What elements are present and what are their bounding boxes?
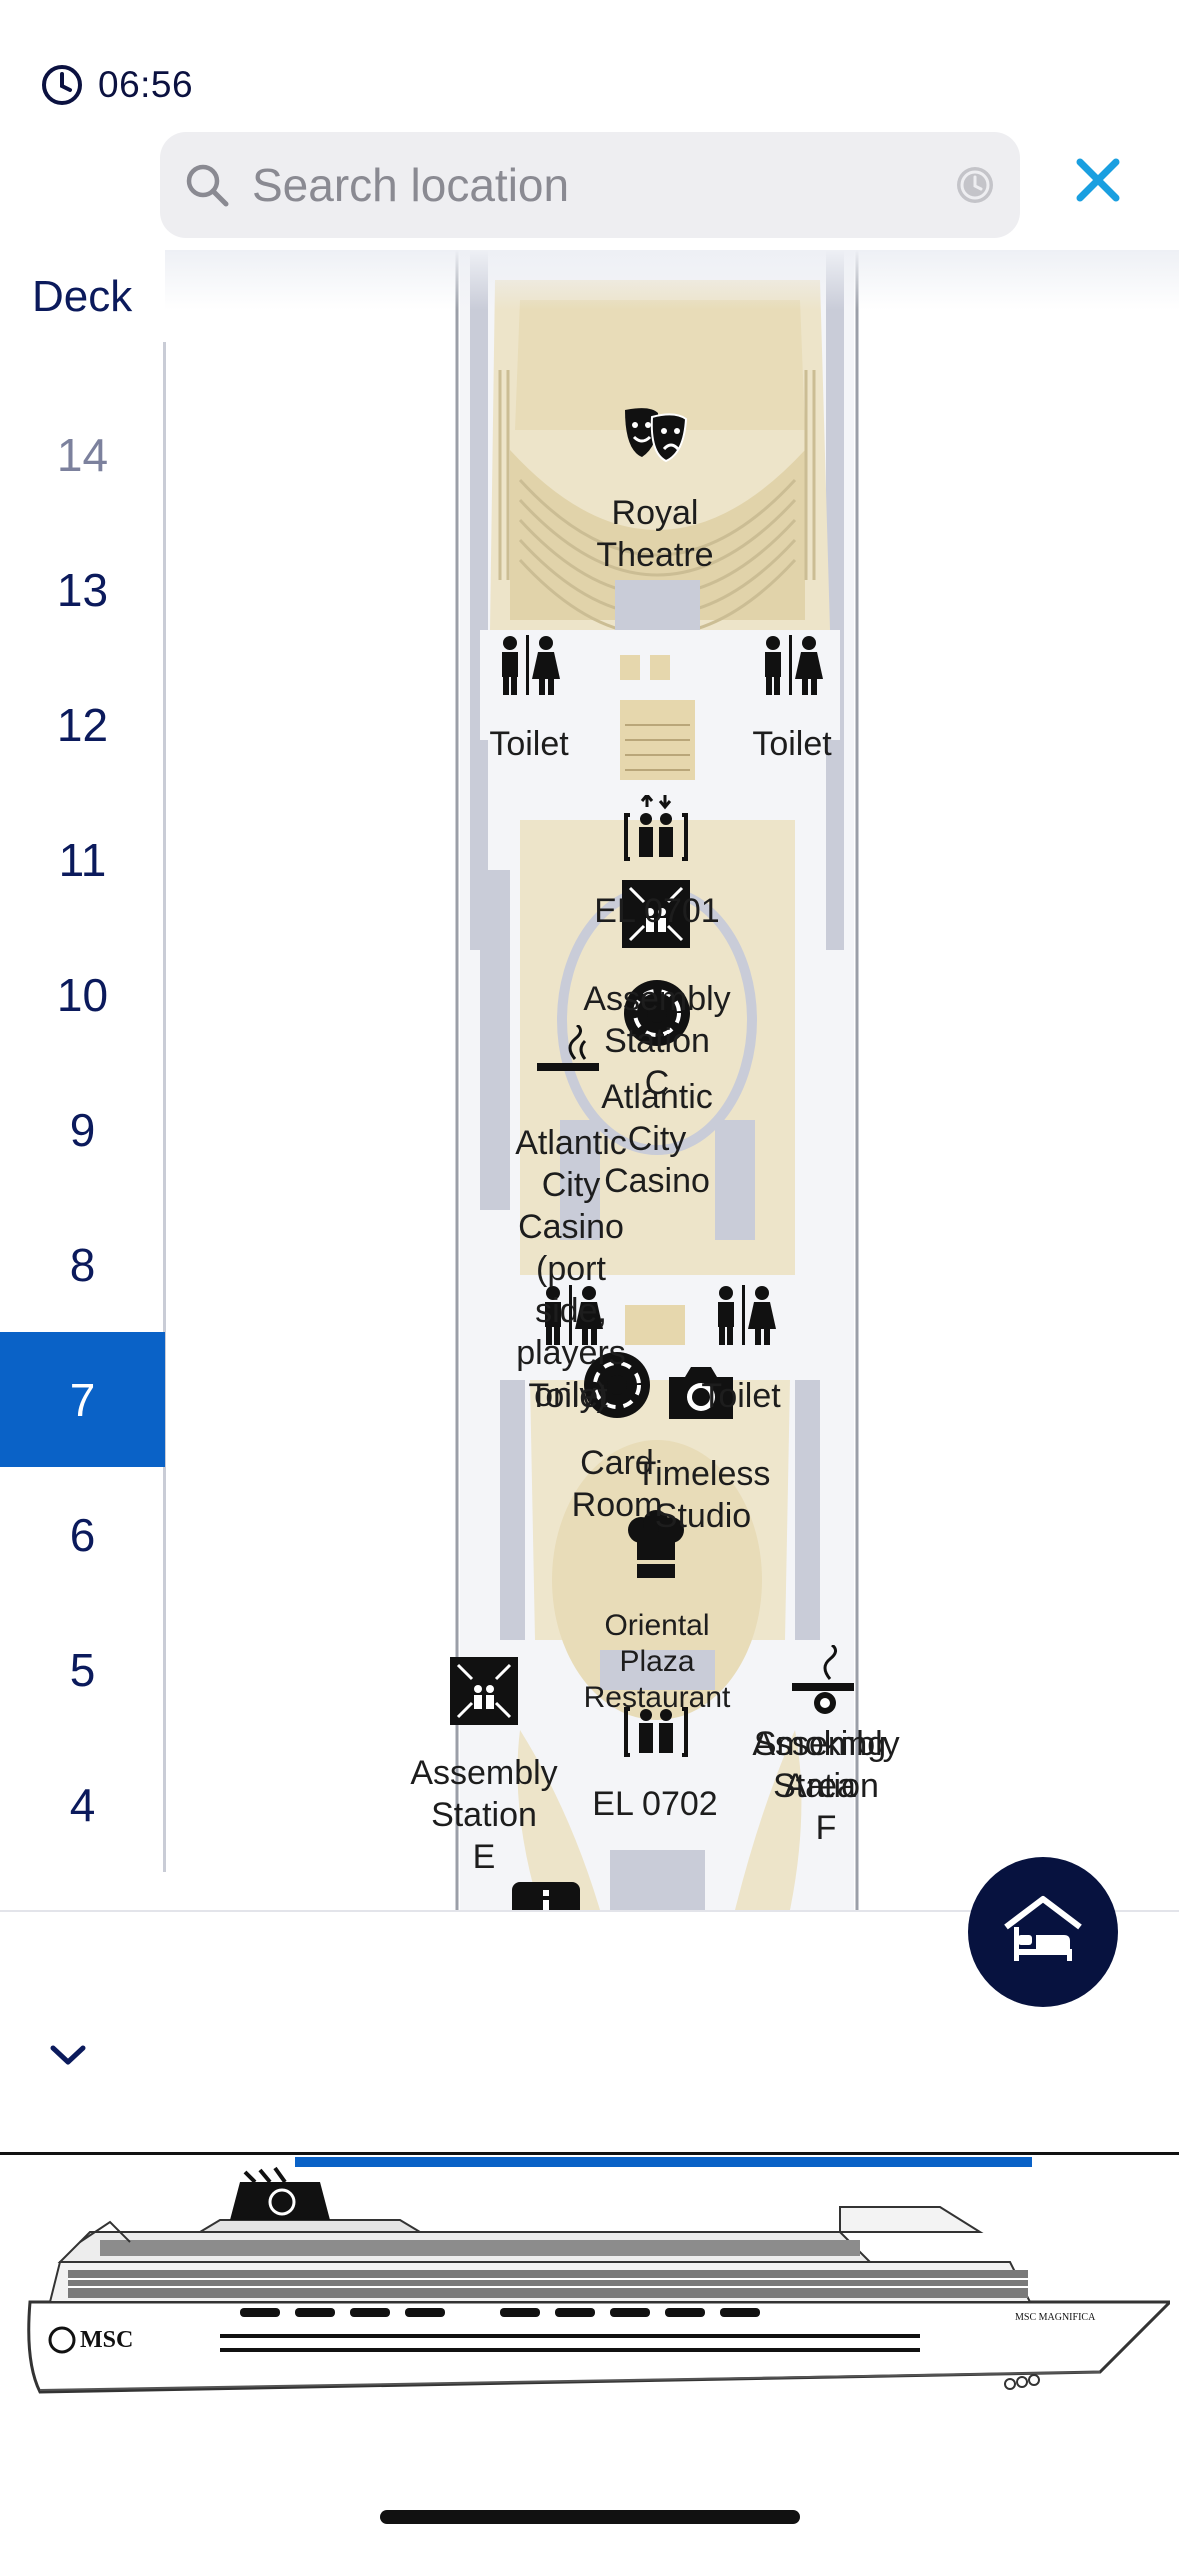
chevron-down-icon[interactable] xyxy=(45,2040,91,2070)
status-bar: 06:56 xyxy=(40,60,193,110)
ship-profile-image[interactable]: MSC MSC MAGNIFICA xyxy=(20,2162,1170,2422)
casino-label: Atlantic City Casino xyxy=(601,1078,713,1200)
casino-icon[interactable] xyxy=(622,978,692,1048)
cabin-button[interactable] xyxy=(968,1857,1118,2007)
toilet-icon[interactable] xyxy=(535,1285,607,1345)
elevator-icon[interactable] xyxy=(622,795,690,863)
deck-item-8[interactable]: 8 xyxy=(69,1238,96,1291)
close-icon[interactable] xyxy=(1068,150,1128,210)
deck-item-12[interactable]: 12 xyxy=(56,698,109,751)
smoking-icon[interactable] xyxy=(535,1025,610,1075)
toilet-label: Toilet xyxy=(528,1377,608,1415)
info-icon[interactable] xyxy=(512,1882,580,1910)
oriental-plaza-label: Oriental Plaza Restaurant xyxy=(583,1609,731,1714)
deck-item-9[interactable]: 9 xyxy=(69,1103,96,1156)
camera-icon[interactable] xyxy=(665,1365,737,1421)
deck-item-6[interactable]: 6 xyxy=(69,1508,96,1561)
ship-hull-name-text: MSC MAGNIFICA xyxy=(1015,2312,1096,2323)
status-time: 06:56 xyxy=(98,64,194,105)
deck-divider xyxy=(163,342,166,1872)
clock-icon xyxy=(42,65,82,105)
toilet-icon[interactable] xyxy=(755,635,827,695)
deck-item-13[interactable]: 13 xyxy=(56,563,109,616)
casino-port-label: Atlantic City Casino (port side, players… xyxy=(515,1124,627,1414)
ship-brand-text: MSC xyxy=(80,2327,133,2353)
deck-position-indicator xyxy=(295,2157,1032,2167)
deck-title: Deck xyxy=(32,272,133,321)
deck-plan-drawing xyxy=(455,250,859,1910)
assembly-station-c-label: Assembly Station C xyxy=(583,980,731,1102)
timeless-studio-label: Timeless Studio xyxy=(635,1455,771,1535)
recent-history-icon[interactable] xyxy=(954,164,996,206)
toilet-label: Toilet xyxy=(701,1377,781,1415)
deck-selector: Deck 14 13 12 11 10 9 8 7 6 5 4 xyxy=(0,250,166,1910)
chef-hat-icon[interactable] xyxy=(625,1510,687,1580)
assembly-station-icon[interactable] xyxy=(622,880,690,948)
assembly-station-e-label: Assembly Station E xyxy=(410,1754,558,1876)
elevator-icon[interactable] xyxy=(622,1695,690,1757)
search-icon xyxy=(186,164,229,207)
royal-theatre-label: Royal Theatre xyxy=(596,494,714,574)
deck-item-7[interactable]: 7 xyxy=(0,1332,165,1467)
search-bar[interactable] xyxy=(160,132,1020,238)
deck-item-10[interactable]: 10 xyxy=(56,968,109,1021)
toilet-icon[interactable] xyxy=(708,1285,780,1345)
toilet-label: Toilet xyxy=(489,725,569,763)
elevator-label: EL 0702 xyxy=(592,1785,718,1823)
smoking-area-label: Smoking Area xyxy=(753,1725,887,1805)
assembly-station-f-label: Assembly Station F xyxy=(752,1725,900,1847)
map-top-fade xyxy=(0,250,1179,310)
theatre-masks-icon[interactable] xyxy=(620,405,690,465)
ship-waterline xyxy=(0,2152,1179,2155)
toilet-label: Toilet xyxy=(752,725,832,763)
deck-map[interactable]: Royal Theatre Toilet Toilet EL 0701 Asse… xyxy=(0,250,1179,1910)
deck-item-11[interactable]: 11 xyxy=(58,833,107,886)
elevator-label: EL 0701 xyxy=(594,892,720,930)
bottom-sheet: MSC MSC MAGNIFICA xyxy=(0,1910,1179,2556)
card-room-label: Card Room xyxy=(571,1444,663,1524)
toilet-icon[interactable] xyxy=(492,635,564,695)
assembly-station-icon[interactable] xyxy=(450,1657,518,1725)
casino-icon[interactable] xyxy=(582,1350,652,1420)
search-input[interactable] xyxy=(252,158,954,212)
smoking-icon[interactable] xyxy=(790,1645,860,1715)
home-indicator[interactable] xyxy=(380,2510,800,2524)
deck-item-5[interactable]: 5 xyxy=(69,1643,96,1696)
cabin-bed-icon xyxy=(1004,1896,1082,1961)
deck-item-4[interactable]: 4 xyxy=(69,1778,96,1831)
deck-item-14[interactable]: 14 xyxy=(56,428,109,481)
